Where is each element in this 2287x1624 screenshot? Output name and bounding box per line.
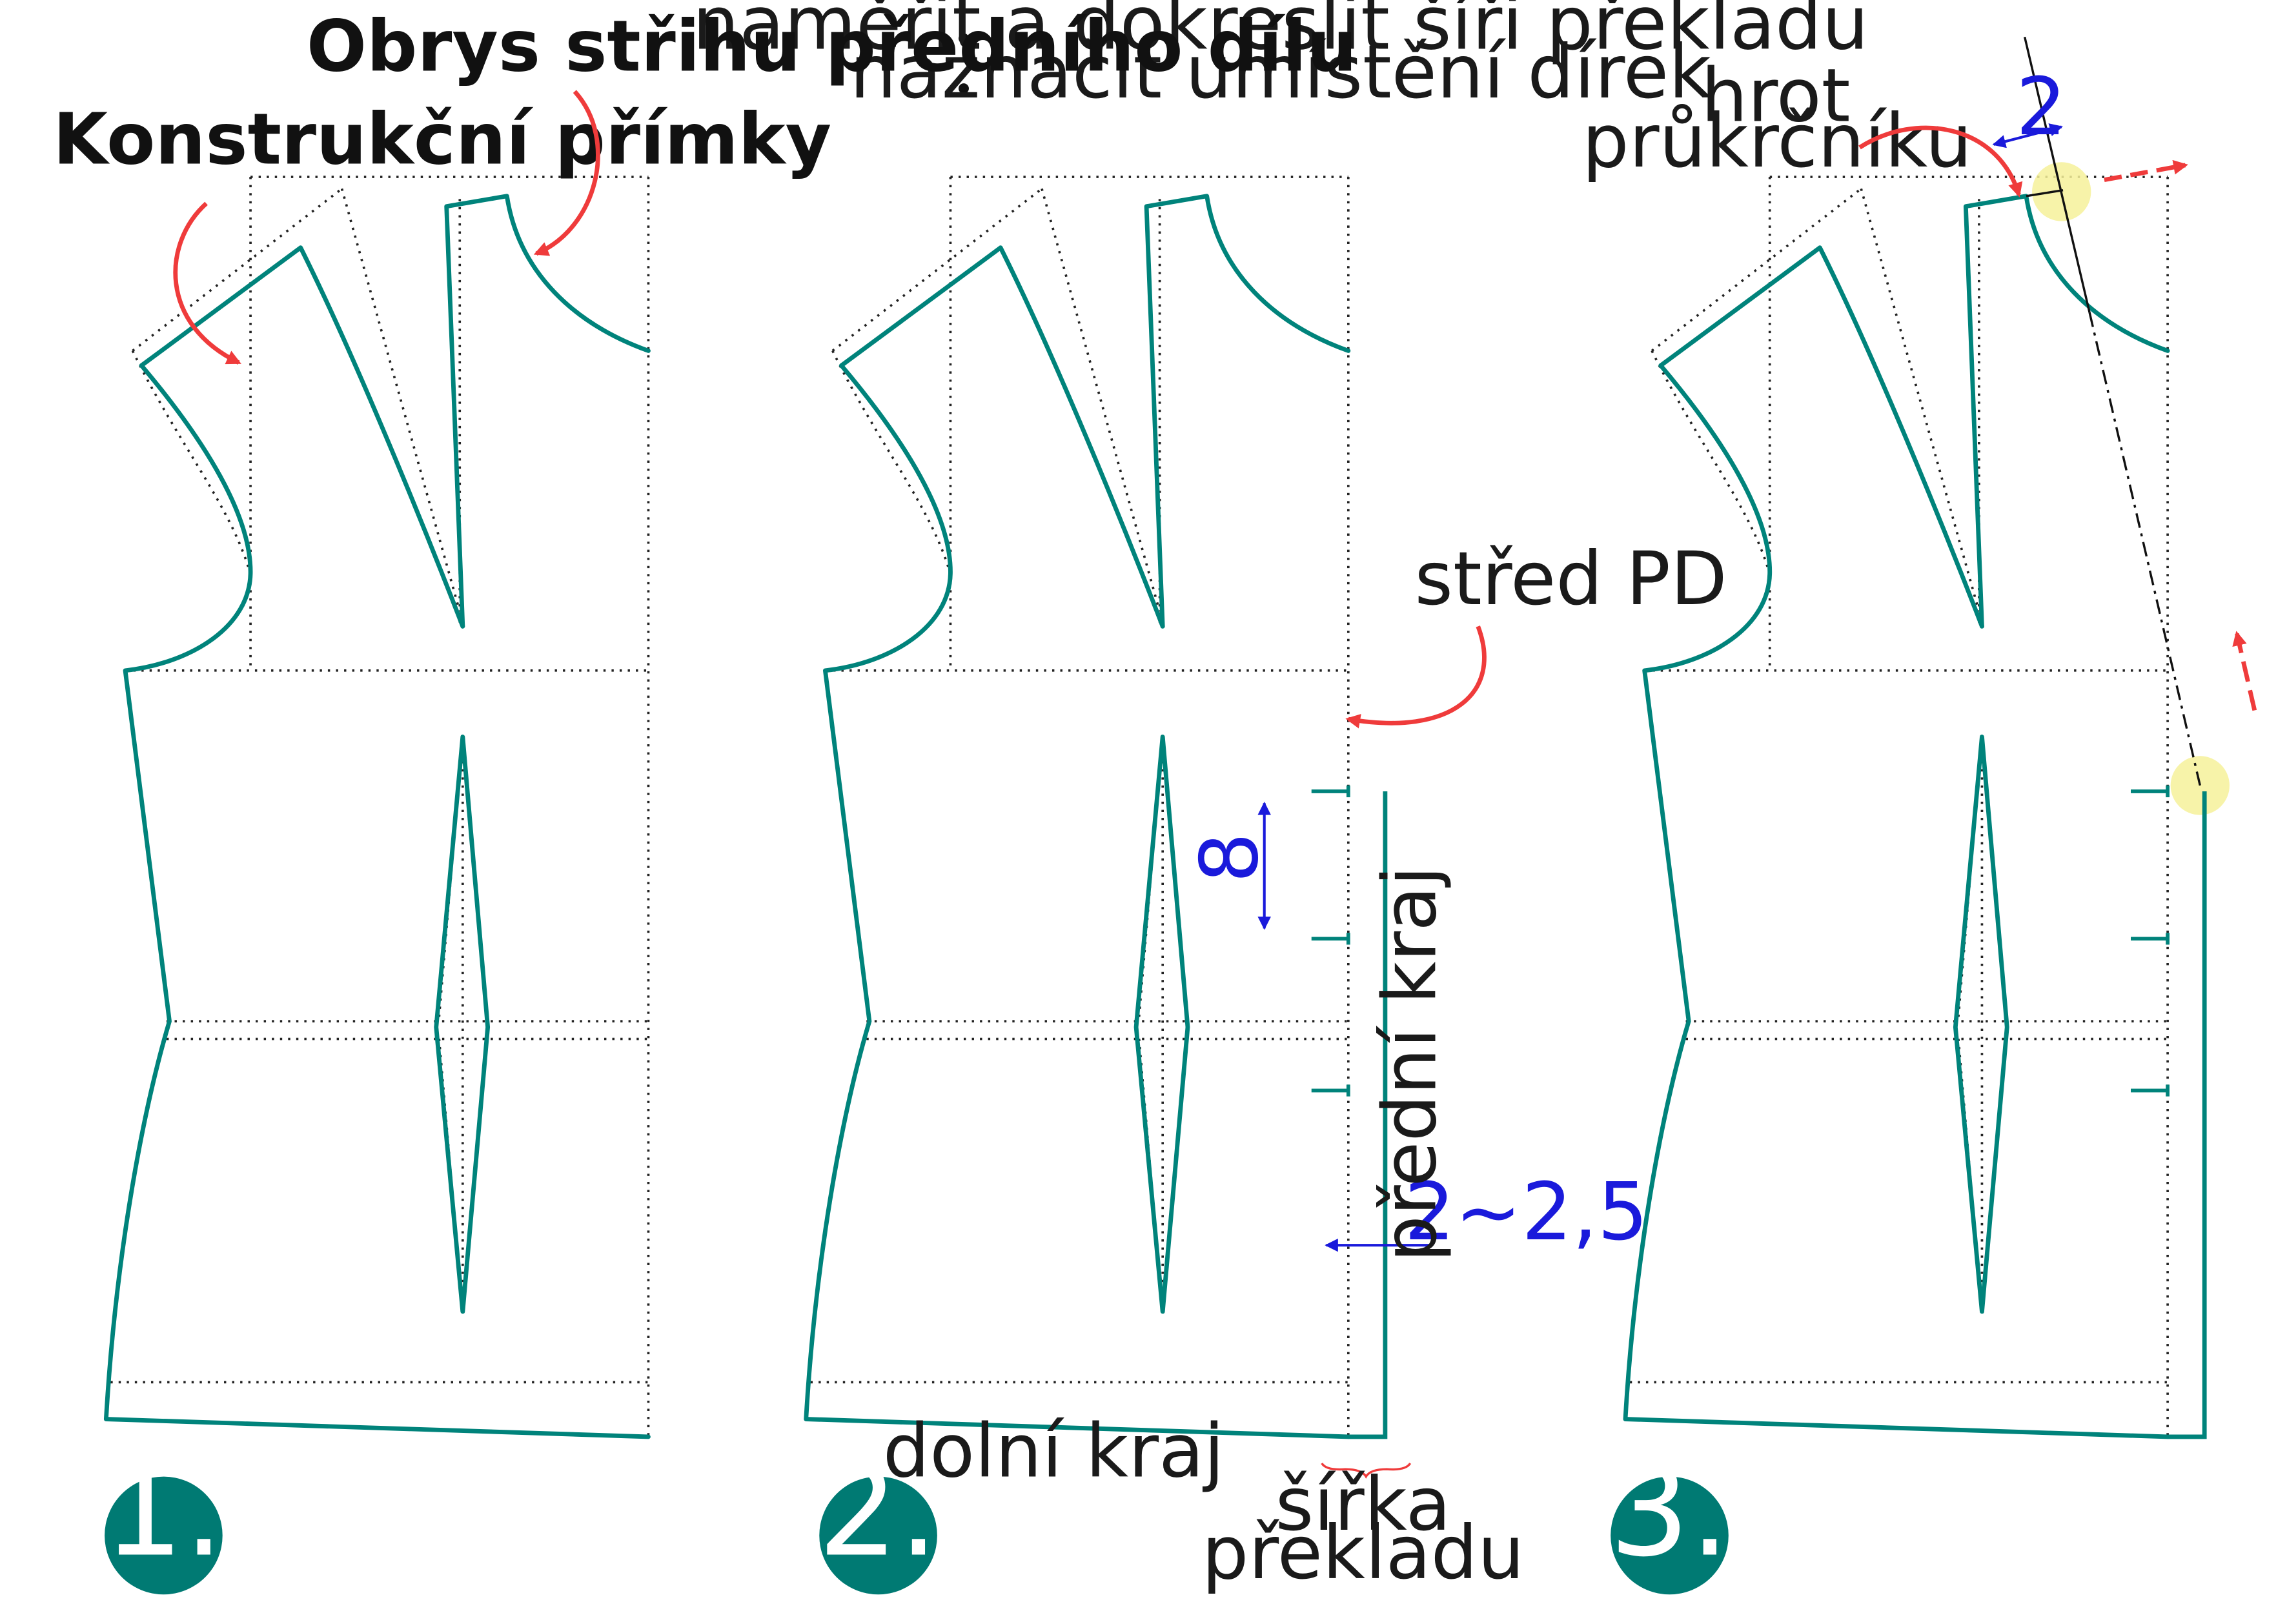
pattern-outline	[106, 196, 648, 1437]
bullet-icon	[959, 83, 969, 94]
label-overlap-width-1: šířka	[1276, 1461, 1451, 1547]
roll-line-dashdot	[2088, 312, 2201, 786]
brace-icon	[1321, 1462, 1412, 1479]
dim-buttonhole-spacing: 8	[1184, 833, 1276, 883]
construction-lines	[1624, 176, 2169, 1438]
bullet-icon	[959, 33, 969, 44]
label-front-edge: přední kraj	[1367, 866, 1453, 1262]
step-badge	[1611, 1476, 1729, 1595]
note-measure-overlap: naměřit a dokreslit šíři překladu	[693, 0, 1869, 66]
label-overlap-width-2: překladu	[1202, 1510, 1525, 1596]
arrow-icon	[173, 201, 241, 365]
roll-line	[2023, 36, 2091, 313]
buttonhole-marks	[2131, 785, 2170, 1097]
highlight-edge	[2170, 756, 2230, 815]
label-pattern-outline: Obrys střihu předního dílu	[307, 5, 1357, 88]
note-buttonholes: naznačit umístění dírek	[849, 29, 1711, 115]
label-construction-lines: Konstrukční přímky	[53, 98, 831, 181]
label-neck-point-1: hrot	[1701, 52, 1850, 138]
dimension-arrow	[1992, 123, 2063, 148]
panel-3: 2 hrot průkrčníku 3.	[1582, 36, 2257, 1595]
step-number: 1.	[103, 1438, 224, 1585]
step-number: 2.	[818, 1438, 939, 1585]
pattern-outline	[806, 196, 1348, 1437]
neck-extension	[2026, 188, 2064, 198]
step-badge	[105, 1476, 223, 1595]
panel-1: Konstrukční přímky Obrys střihu předního…	[53, 5, 1357, 1595]
label-center-front: střed PD	[1415, 536, 1727, 622]
construction-lines	[105, 176, 650, 1438]
construction-lines	[804, 176, 1350, 1438]
step-badge	[819, 1476, 937, 1595]
front-edge-line	[1348, 791, 1388, 1439]
arrow-icon	[533, 90, 600, 256]
arrow-icon	[1345, 625, 1487, 729]
arrow-icon	[2104, 159, 2188, 183]
dim-overlap-width: 2~2,5	[1405, 1166, 1649, 1259]
label-hem: dolní kraj	[883, 1408, 1225, 1494]
arrow-icon	[1858, 125, 2023, 198]
pattern-outline	[1625, 196, 2168, 1437]
panel-2: 8 2~2,5 střed PD přední kraj dolní kraj …	[804, 176, 1727, 1596]
label-neck-point-2: průkrčníku	[1582, 98, 1972, 184]
top-notes: naměřit a dokreslit šíři překladu naznač…	[693, 0, 1869, 115]
buttonhole-marks	[1311, 785, 1350, 1097]
dim-neck-extension: 2	[2016, 61, 2066, 154]
arrow-icon	[2232, 631, 2257, 711]
step-number: 3.	[1609, 1438, 1730, 1585]
front-edge-line	[2168, 791, 2207, 1439]
